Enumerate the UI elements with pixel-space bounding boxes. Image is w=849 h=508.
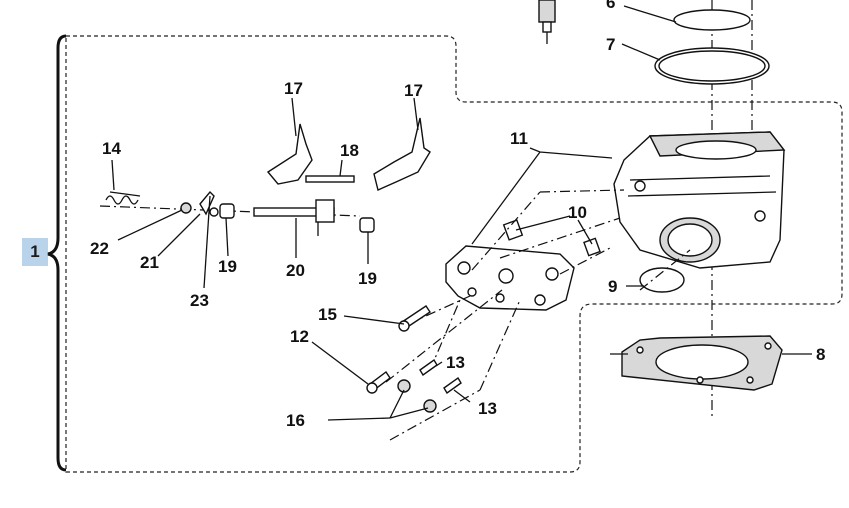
assembly-brace — [47, 34, 67, 472]
callout-21[interactable]: 21 — [140, 253, 159, 272]
callout-17-left[interactable]: 17 — [284, 79, 303, 98]
part-22-nut[interactable] — [180, 202, 192, 214]
callout-13-lower[interactable]: 13 — [478, 399, 497, 418]
assembly-reference-badge[interactable]: 1 — [22, 238, 48, 266]
callout-22[interactable]: 22 — [90, 239, 109, 258]
part-17-lever-right[interactable] — [373, 117, 431, 191]
part-7-head-gasket[interactable] — [654, 47, 770, 85]
callout-12[interactable]: 12 — [290, 327, 309, 346]
part-14-spring[interactable] — [105, 191, 141, 205]
callout-17-right[interactable]: 17 — [404, 81, 423, 100]
part-20-shaft[interactable] — [253, 199, 335, 236]
spark-plug[interactable] — [538, 0, 556, 44]
callout-6[interactable]: 6 — [606, 0, 615, 12]
callout-13-upper[interactable]: 13 — [446, 353, 465, 372]
valve-housing[interactable] — [445, 245, 575, 311]
part-19-bushing-right[interactable] — [359, 217, 375, 233]
callout-16[interactable]: 16 — [286, 411, 305, 430]
part-12-bolt[interactable] — [366, 370, 391, 394]
callout-14[interactable]: 14 — [102, 139, 121, 158]
part-8-base-gasket[interactable] — [621, 335, 783, 391]
part-18-pin[interactable] — [305, 175, 355, 183]
callout-9[interactable]: 9 — [608, 277, 617, 296]
part-23-washer[interactable] — [209, 207, 219, 217]
callout-23[interactable]: 23 — [190, 291, 209, 310]
callout-8[interactable]: 8 — [816, 345, 825, 364]
part-19-bushing-left[interactable] — [219, 203, 235, 219]
assembly-group-outline — [65, 35, 843, 473]
part-16-nuts[interactable] — [397, 379, 437, 413]
callout-10[interactable]: 10 — [568, 203, 587, 222]
callout-18[interactable]: 18 — [340, 141, 359, 160]
part-17-lever-left[interactable] — [266, 123, 313, 185]
callout-7[interactable]: 7 — [606, 35, 615, 54]
part-9-o-ring[interactable] — [639, 267, 685, 293]
part-6-o-ring[interactable] — [673, 9, 751, 31]
callout-20[interactable]: 20 — [286, 261, 305, 280]
callout-11[interactable]: 11 — [510, 129, 528, 148]
cylinder-block[interactable] — [613, 131, 786, 269]
callout-19-left[interactable]: 19 — [218, 257, 237, 276]
callout-19-right[interactable]: 19 — [358, 269, 377, 288]
callout-15[interactable]: 15 — [318, 305, 337, 324]
part-15-bolt[interactable] — [398, 305, 431, 332]
